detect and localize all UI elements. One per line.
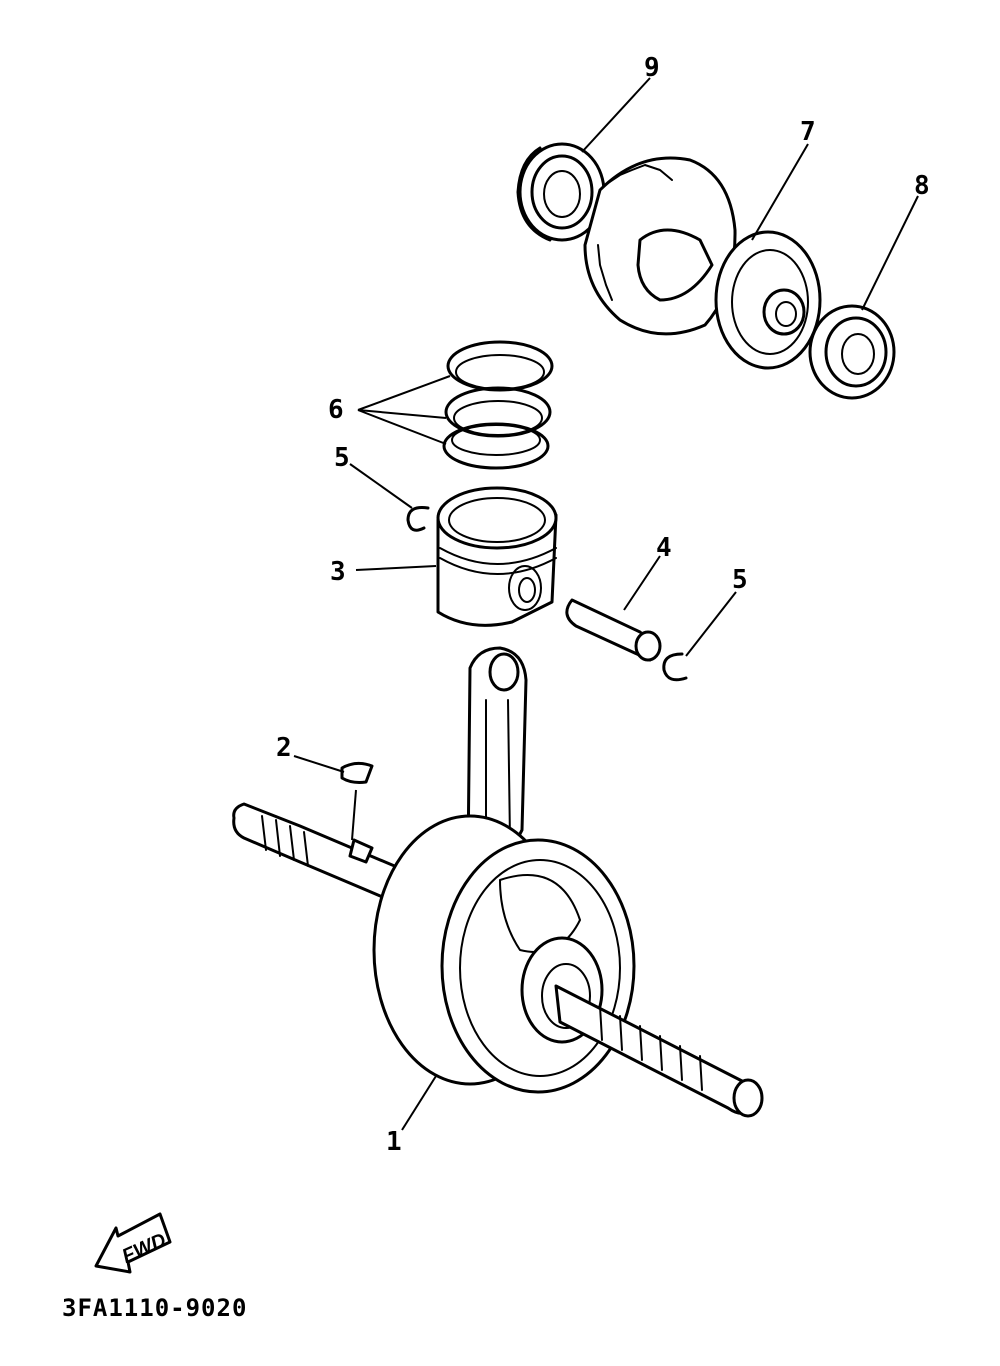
balancer-shaft-7 xyxy=(583,156,822,370)
callout-4: 4 xyxy=(656,533,672,563)
fwd-arrow: FWD xyxy=(94,1212,172,1274)
callout-5b: 5 xyxy=(732,565,748,595)
bearing-8 xyxy=(808,304,896,400)
callout-5a: 5 xyxy=(334,443,350,473)
piston-3 xyxy=(436,486,558,627)
drawing-code: 3FA1110-9020 xyxy=(62,1294,247,1322)
leader-lines xyxy=(293,77,919,1131)
callout-1: 1 xyxy=(386,1127,402,1157)
crankshaft-1 xyxy=(232,646,764,1118)
callout-7: 7 xyxy=(800,117,816,147)
callout-3: 3 xyxy=(330,557,346,587)
callout-8: 8 xyxy=(914,171,930,201)
callout-labels: 9 7 8 6 5 3 4 5 2 1 xyxy=(276,53,930,1157)
callout-2: 2 xyxy=(276,733,292,763)
circlip-5b xyxy=(662,652,688,682)
callout-6: 6 xyxy=(328,395,344,425)
woodruff-key-2 xyxy=(340,761,374,784)
piston-rings-6 xyxy=(442,340,554,470)
callout-9: 9 xyxy=(644,53,660,83)
piston-pin-4 xyxy=(565,598,662,662)
circlip-5a xyxy=(406,506,430,532)
